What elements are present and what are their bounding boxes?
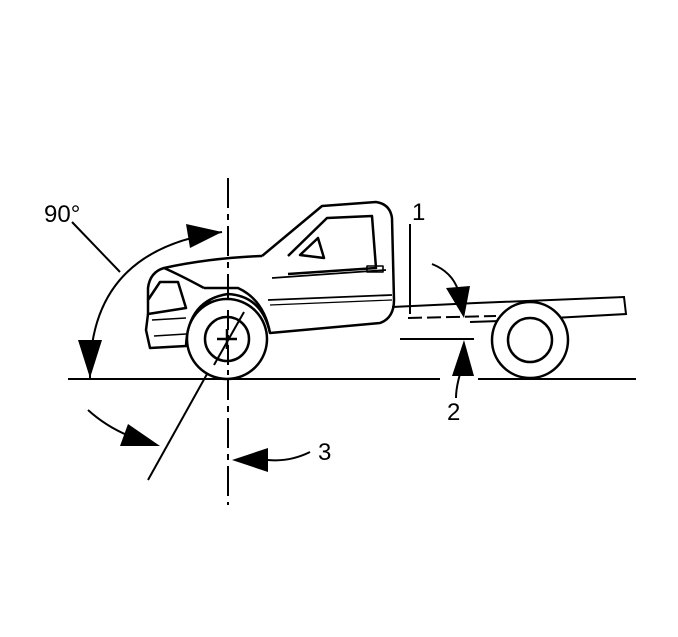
callout-2-label: 2 bbox=[447, 399, 460, 426]
callout-1-label: 1 bbox=[412, 199, 425, 226]
front-wheel bbox=[185, 297, 269, 381]
truck-body bbox=[144, 200, 396, 350]
callout-3-label: 3 bbox=[318, 439, 331, 466]
callout-2-leader bbox=[455, 373, 461, 399]
callout-2-arrowhead bbox=[452, 340, 474, 376]
callout-1-arc-arrow bbox=[431, 263, 459, 291]
callout-1-arrowhead bbox=[446, 286, 470, 318]
angle-arc-arrowhead-top bbox=[186, 224, 222, 248]
rear-wheel bbox=[490, 300, 570, 380]
incline-arc-arrowhead bbox=[120, 424, 160, 446]
angle-leader bbox=[71, 221, 121, 273]
callout-3-arrowhead bbox=[232, 448, 268, 472]
angle-label: 90° bbox=[44, 201, 80, 228]
angle-arc-arrowhead-bottom bbox=[78, 340, 102, 378]
callout-3-leader bbox=[267, 451, 311, 462]
